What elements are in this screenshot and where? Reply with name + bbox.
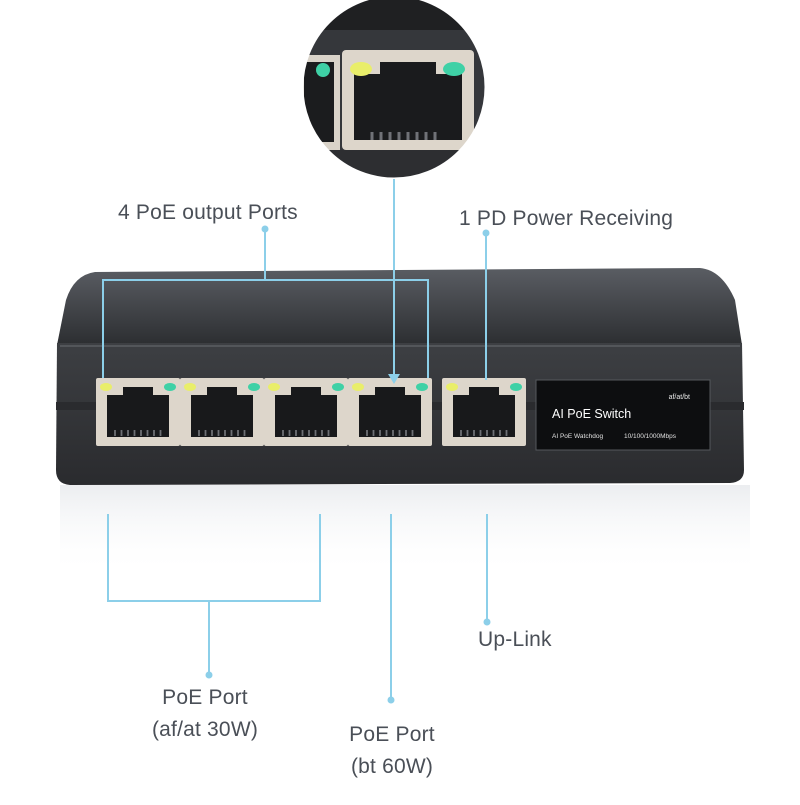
label-feature: AI PoE Watchdog [552,433,603,440]
label-speed: 10/100/1000Mbps [624,433,677,440]
rj45-port-icon [180,378,264,446]
callout-poe-port-60w-spec: (bt 60W) [350,755,434,778]
callout-arrowhead [388,374,400,384]
callout-poe-port-60w-title: PoE Port [349,723,435,746]
label-device-name: AI PoE Switch [552,407,631,421]
led-indicator-icon [332,383,344,391]
uplink-port-icon [442,378,526,446]
callout-dots [205,225,491,704]
led-indicator-icon [248,383,260,391]
callout-poe-port-30w-spec: (af/at 30W) [151,718,259,741]
device-label-panel: af/at/bt AI PoE Switch AI PoE Watchdog 1… [535,379,711,451]
rj45-port-icon [348,378,432,446]
switch-body [56,268,744,485]
rj45-port-icon [264,378,348,446]
led-indicator-icon [446,383,458,391]
led-indicator-icon [268,383,280,391]
led-indicator-icon [510,383,522,391]
callout-pd-power-receiving: 1 PD Power Receiving [459,207,674,230]
led-indicator-icon [164,383,176,391]
callout-lines [102,179,488,700]
switch-reflection [60,485,750,575]
rj45-port-icon [96,378,180,446]
led-indicator-icon [184,383,196,391]
led-indicator-icon [416,383,428,391]
led-indicator-icon [352,383,364,391]
callout-uplink: Up-Link [478,628,552,651]
zoom-magnifier-icon [300,0,488,181]
led-indicator-icon [100,383,112,391]
callout-poe-output-ports: 4 PoE output Ports [118,201,298,224]
label-standard: af/at/bt [669,394,690,401]
callout-poe-port-30w-title: PoE Port [162,686,248,709]
